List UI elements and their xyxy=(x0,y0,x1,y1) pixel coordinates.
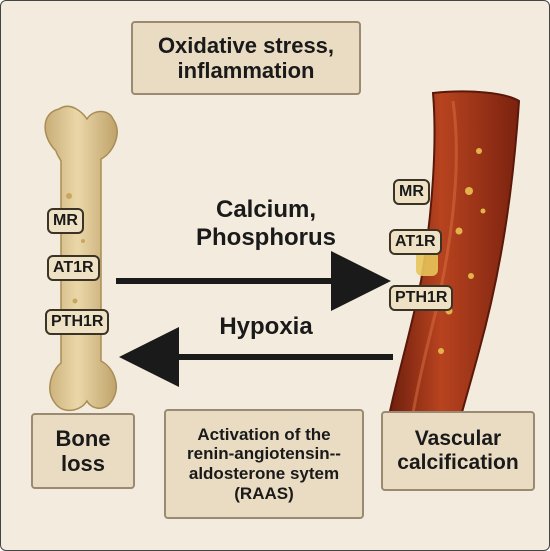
vessel-receptor-pth1r: PTH1R xyxy=(389,285,454,312)
bone-loss-label: Bone loss xyxy=(55,425,111,476)
vessel-receptor-at1r: AT1R xyxy=(389,229,442,256)
bone-loss-box: Bone loss xyxy=(31,413,135,489)
bone-receptor-pth1r: PTH1R xyxy=(45,309,110,336)
arrow-right-label: Calcium, Phosphorus xyxy=(195,196,336,252)
vascular-calcification-box: Vascular calcification xyxy=(381,411,535,491)
vessel-receptor-mr: MR xyxy=(393,179,430,206)
top-box-text: Oxidative stress, inflammation xyxy=(157,32,335,83)
raas-text: Activation of the renin-angiotensin--ald… xyxy=(187,424,341,503)
arrow-left-label: Hypoxia xyxy=(219,313,313,340)
bone-receptor-mr: MR xyxy=(47,208,84,235)
raas-box: Activation of the renin-angiotensin--ald… xyxy=(164,409,364,519)
top-box: Oxidative stress, inflammation xyxy=(131,21,361,95)
vascular-calcification-label: Vascular calcification xyxy=(397,426,519,474)
bone-receptor-at1r: AT1R xyxy=(47,255,100,282)
